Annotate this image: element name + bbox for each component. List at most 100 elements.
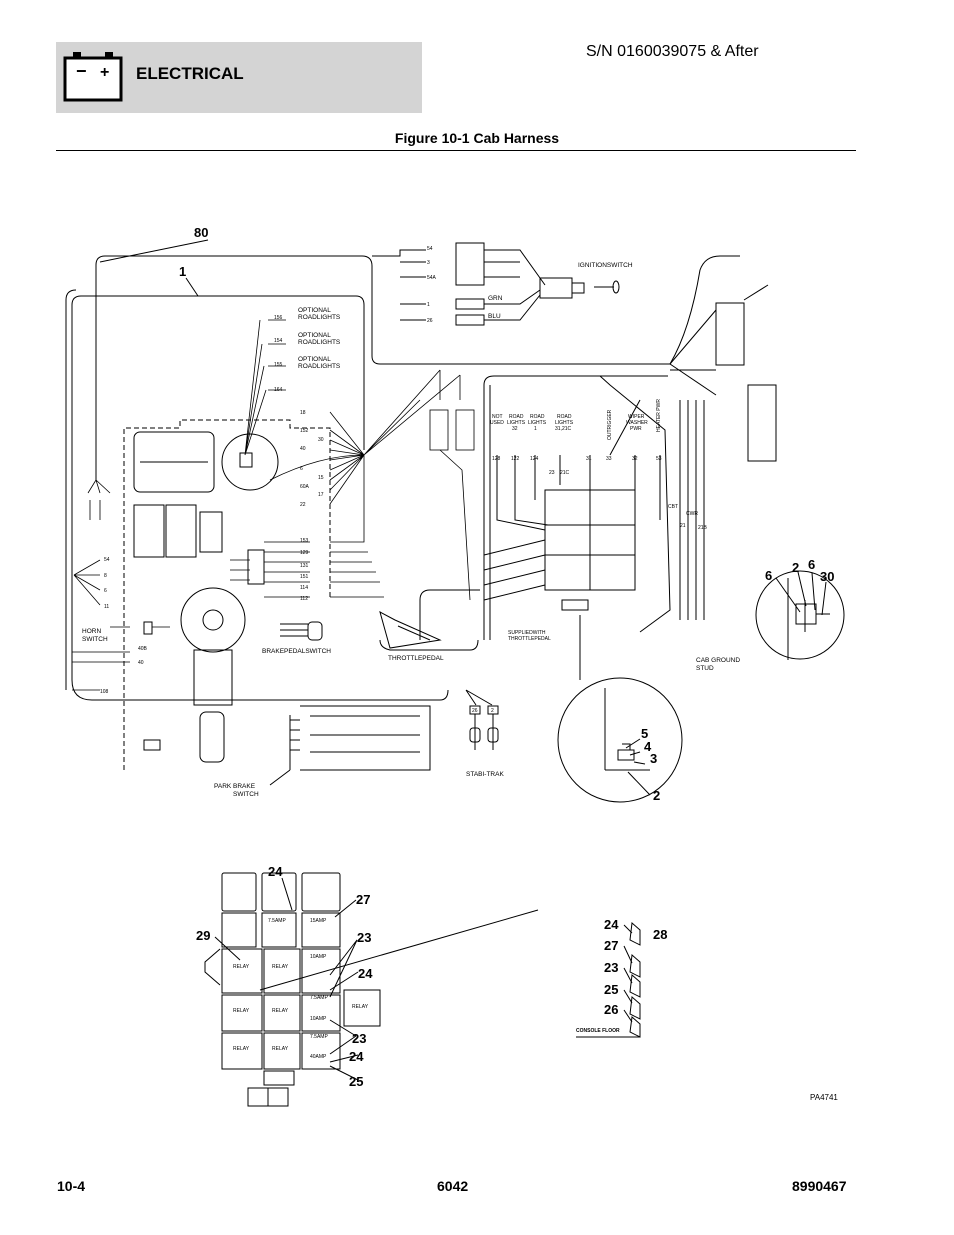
section-title: ELECTRICAL <box>136 64 244 83</box>
callout-2-ground: 2 <box>792 560 799 575</box>
serial-range: S/N 0160039075 & After <box>586 43 759 60</box>
road1-label-2: LIGHTS <box>528 420 547 426</box>
dash-panel <box>123 419 331 770</box>
callout-23-upper: 23 <box>357 930 371 945</box>
cab-ground-stud-label: STUD <box>696 665 714 672</box>
wiper-label-2: WASHER <box>626 420 648 426</box>
wire-tag: 21 <box>680 523 686 529</box>
battery-icon: − + <box>63 52 123 102</box>
wire-tag: 154 <box>274 338 283 344</box>
supplied-label-2: THROTTLEPEDAL <box>508 636 551 642</box>
road32-label-1: ROAD <box>509 414 524 420</box>
console-floor-label: CONSOLE FLOOR <box>576 1028 620 1034</box>
not-used-label-2: USED <box>490 420 504 426</box>
callout-24-top: 24 <box>268 864 283 879</box>
wire-tag: 26 <box>472 708 478 714</box>
fuse-panel-leaders <box>214 877 359 1081</box>
relay-label: RELAY <box>272 1008 289 1014</box>
fuse-panel-detail <box>204 872 381 1107</box>
brake-pedal-label: BRAKEPEDALSWITCH <box>262 648 331 655</box>
wire-tag: 53 <box>656 456 662 462</box>
callout-27-fuse: 27 <box>356 892 370 907</box>
wire-tag: 54 <box>104 557 110 563</box>
wire-tag: 40 <box>138 660 144 666</box>
wire-tag: CWR <box>686 511 698 517</box>
wire-tag: 128 <box>492 456 501 462</box>
wire-tag: 2 <box>491 708 494 714</box>
fuse-label: 7.5AMP <box>310 995 328 1001</box>
horn-label: HORN <box>82 628 101 635</box>
wire-tag: 1 <box>427 302 430 308</box>
wire-tag: 6 <box>300 466 303 472</box>
callout-26: 26 <box>604 1002 618 1017</box>
callout-30: 30 <box>820 569 834 584</box>
wire-tag: CBT <box>668 504 678 510</box>
wire-tag: 23 <box>549 470 555 476</box>
callout-24-lower: 24 <box>349 1049 364 1064</box>
ignition-label: IGNITIONSWITCH <box>578 262 633 269</box>
callout-23-lower: 23 <box>352 1031 366 1046</box>
callout-3: 3 <box>650 751 657 766</box>
callout-29: 29 <box>196 928 210 943</box>
callout-5: 5 <box>641 726 648 741</box>
callout-2-floor: 2 <box>653 788 660 803</box>
ignition-harness <box>372 242 777 462</box>
optional-label-1: OPTIONAL <box>298 307 331 314</box>
wire-tag: 17 <box>318 492 324 498</box>
fuse-label: 40AMP <box>310 1054 327 1060</box>
figure-reference: PA4741 <box>810 1093 838 1102</box>
park-brake-label: PARK BRAKE <box>214 783 256 790</box>
callout-24-mid: 24 <box>358 966 373 981</box>
stabi-trak-label: STABI-TRAK <box>466 771 504 778</box>
wire-tag: 18 <box>300 410 306 416</box>
wire-tag: 60A <box>300 484 310 490</box>
heater-label: HEATER PWR <box>656 399 662 432</box>
stabi-trak <box>269 689 499 786</box>
wire-tag: 15 <box>318 475 324 481</box>
header-rule <box>56 150 856 151</box>
wire-tag: 129 <box>300 550 309 556</box>
wire-tag: 11 <box>104 604 109 610</box>
callout-27-console: 27 <box>604 938 618 953</box>
outrigger-label: OUTRIGGER <box>607 409 613 440</box>
relay-label: RELAY <box>352 1004 369 1010</box>
wire-tag: 40B <box>138 646 148 652</box>
relay-label: RELAY <box>233 1046 250 1052</box>
callout-leaders <box>99 239 827 991</box>
throttle-pedal <box>379 611 442 649</box>
roadlights-label-3: ROADLIGHTS <box>298 363 341 370</box>
wire-tag: 124 <box>530 456 539 462</box>
wire-tag: 31 <box>586 456 592 462</box>
supplied-label-1: SUPPLIEDWITH <box>508 630 546 636</box>
road1-label-1: ROAD <box>530 414 545 420</box>
callout-24-console: 24 <box>604 917 619 932</box>
wire-tag: 152 <box>300 428 309 434</box>
manual-number: 8990467 <box>792 1178 847 1194</box>
road32-label-2: LIGHTS <box>507 420 526 426</box>
wire-tag: 22 <box>300 502 306 508</box>
wire-tag: 33 <box>606 456 612 462</box>
wire-tag: 114 <box>300 585 308 591</box>
detail-floor <box>557 677 683 803</box>
fuse-label: 7.5AMP <box>310 1034 328 1040</box>
wire-tag: 164 <box>274 387 283 393</box>
wire-tag: 151 <box>300 574 309 580</box>
fuse-label: 7.5AMP <box>268 918 286 924</box>
wire-tag: 156 <box>274 315 283 321</box>
harness-main <box>65 255 670 771</box>
park-brake-switch-label: SWITCH <box>233 791 259 798</box>
callout-23-console: 23 <box>604 960 618 975</box>
wire-tag: 3 <box>427 260 430 266</box>
fuse-label: 15AMP <box>310 918 327 924</box>
wire-tag: 122 <box>511 456 520 462</box>
roadlights-label-1: ROADLIGHTS <box>298 314 341 321</box>
relay-label: RELAY <box>233 1008 250 1014</box>
grn-label: GRN <box>488 295 503 302</box>
center-breakout <box>72 319 475 691</box>
callout-6-right: 6 <box>808 557 815 572</box>
detail-ground <box>755 570 845 660</box>
relay-label: RELAY <box>272 1046 289 1052</box>
callout-25-fuse: 25 <box>349 1074 363 1089</box>
wire-tag: 21C <box>560 470 570 476</box>
